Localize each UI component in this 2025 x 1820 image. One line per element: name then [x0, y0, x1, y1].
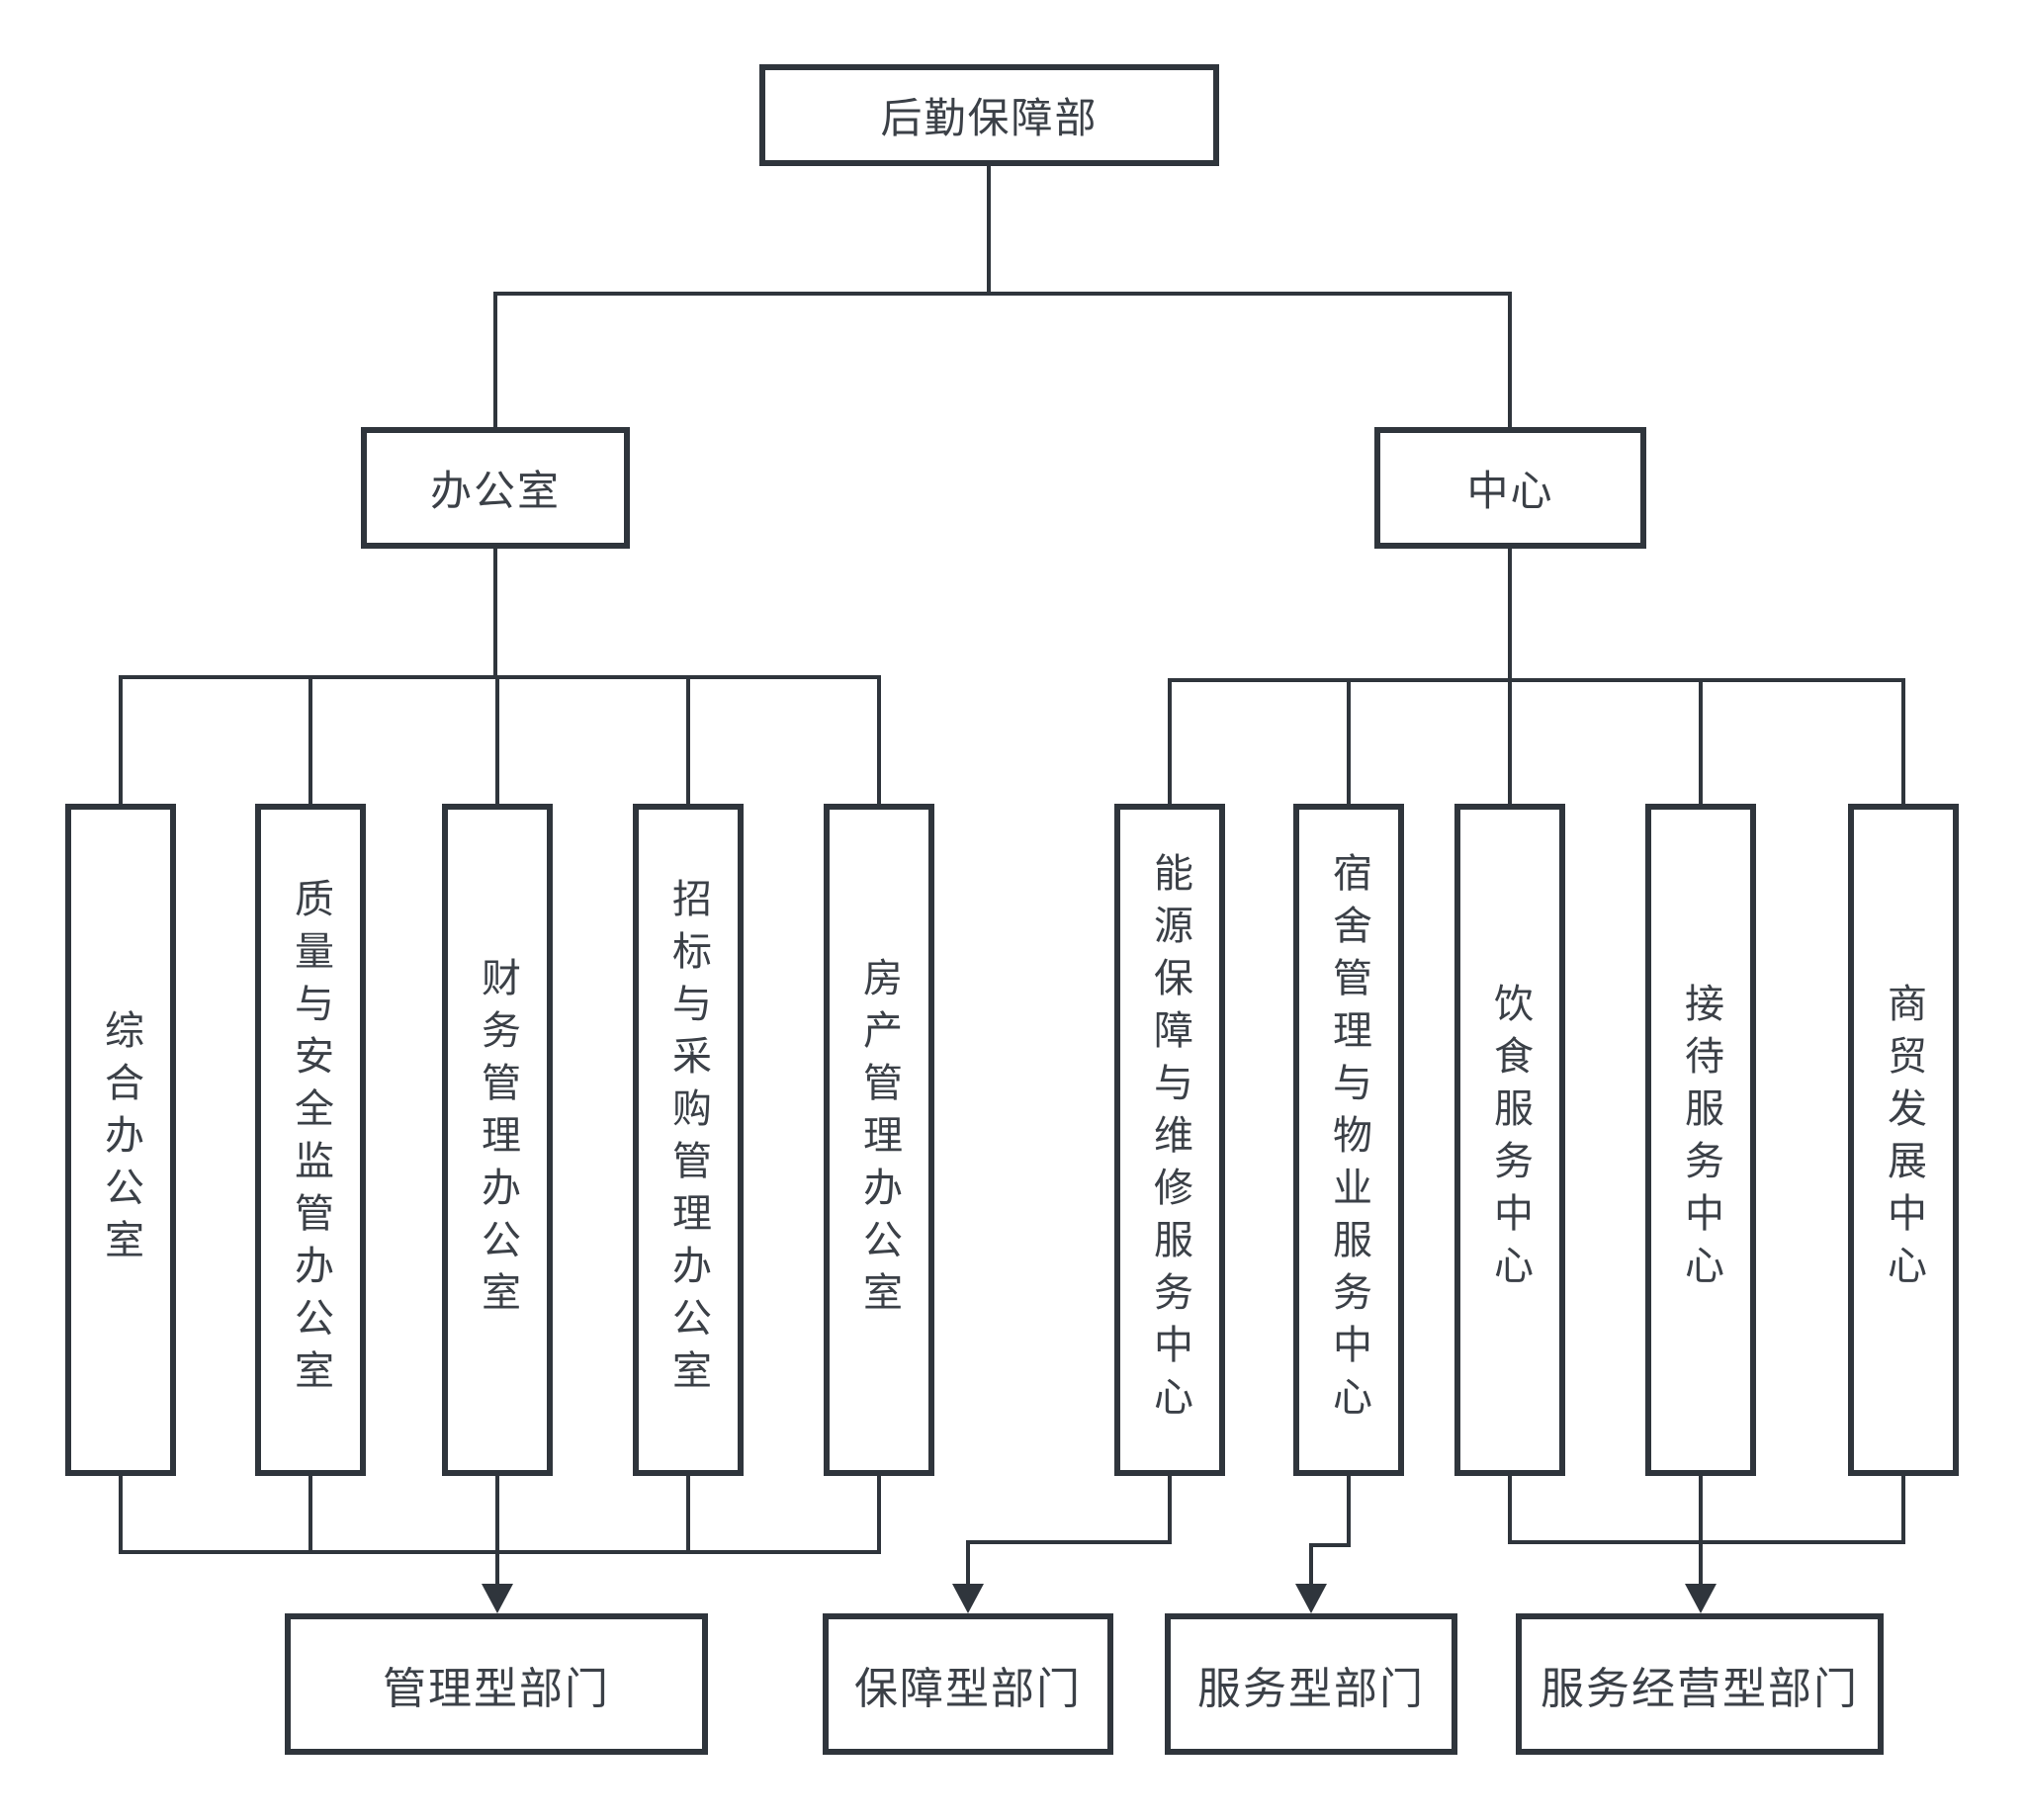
node-label: 办公室 — [429, 468, 561, 514]
node-support-type-dept: 保障型部门 — [823, 1613, 1113, 1755]
connector-line — [877, 1476, 881, 1554]
connector-line — [1168, 678, 1905, 682]
connector-line — [495, 675, 499, 807]
connector-line — [1347, 1476, 1351, 1547]
node-service-type-dept: 服务型部门 — [1165, 1613, 1457, 1755]
node-label: 宿舍管理与物业服务中心 — [1327, 851, 1370, 1429]
connector-arrowhead — [1295, 1584, 1327, 1613]
connector-line — [1168, 678, 1172, 807]
node-label: 饮食服务中心 — [1488, 983, 1532, 1297]
node-catering-service-center: 饮食服务中心 — [1454, 804, 1565, 1476]
node-office-branch: 办公室 — [361, 427, 630, 549]
node-label: 服务型部门 — [1197, 1664, 1425, 1713]
connector-line — [119, 675, 123, 807]
connector-line — [119, 1476, 123, 1554]
node-service-operating-type-dept: 服务经营型部门 — [1516, 1613, 1884, 1755]
connector-line — [1901, 678, 1905, 807]
node-label: 管理型部门 — [383, 1664, 610, 1713]
node-property-management-office: 房产管理办公室 — [824, 804, 934, 1476]
connector-line — [686, 675, 690, 807]
connector-line — [1508, 546, 1512, 682]
connector-line — [308, 1476, 312, 1554]
connector-arrowhead — [482, 1584, 513, 1613]
node-label: 服务经营型部门 — [1541, 1664, 1859, 1713]
node-label: 能源保障与维修服务中心 — [1148, 851, 1191, 1429]
connector-line — [1508, 1540, 1905, 1544]
connector-line — [119, 1550, 881, 1554]
connector-line — [495, 1476, 499, 1554]
connector-line — [966, 1540, 970, 1590]
connector-line — [1347, 678, 1351, 807]
connector-line — [1901, 1476, 1905, 1544]
node-center-branch: 中心 — [1374, 427, 1646, 549]
connector-line — [1309, 1543, 1351, 1547]
node-comprehensive-office: 综合办公室 — [65, 804, 176, 1476]
node-label: 房产管理办公室 — [857, 956, 901, 1324]
connector-line — [1309, 1543, 1313, 1590]
node-dormitory-property-service-center: 宿舍管理与物业服务中心 — [1293, 804, 1404, 1476]
node-label: 财务管理办公室 — [476, 956, 519, 1324]
connector-line — [1699, 678, 1703, 807]
connector-line — [493, 292, 497, 430]
connector-line — [119, 675, 881, 679]
connector-arrowhead — [952, 1584, 984, 1613]
connector-line — [308, 675, 312, 807]
node-label: 招标与采购管理办公室 — [666, 878, 710, 1402]
node-logistics-support-dept: 后勤保障部 — [759, 64, 1219, 166]
connector-line — [1508, 678, 1512, 807]
node-label: 接待服务中心 — [1679, 983, 1722, 1297]
connector-arrowhead — [1685, 1584, 1717, 1613]
connector-line — [1508, 292, 1512, 430]
node-label: 保障型部门 — [854, 1664, 1082, 1713]
node-label: 后勤保障部 — [880, 95, 1099, 141]
node-label: 中心 — [1466, 468, 1554, 514]
node-trade-development-center: 商贸发展中心 — [1848, 804, 1959, 1476]
node-bidding-procurement-office: 招标与采购管理办公室 — [633, 804, 744, 1476]
connector-line — [495, 1550, 499, 1590]
connector-line — [493, 546, 497, 679]
connector-line — [1508, 1476, 1512, 1544]
node-reception-service-center: 接待服务中心 — [1645, 804, 1756, 1476]
node-energy-maintenance-service-center: 能源保障与维修服务中心 — [1114, 804, 1225, 1476]
connector-line — [1699, 1476, 1703, 1590]
connector-line — [966, 1540, 1172, 1544]
connector-line — [877, 675, 881, 807]
node-label: 商贸发展中心 — [1882, 983, 1925, 1297]
connector-line — [686, 1476, 690, 1554]
connector-line — [1168, 1476, 1172, 1544]
node-management-type-dept: 管理型部门 — [285, 1613, 708, 1755]
node-financial-management-office: 财务管理办公室 — [442, 804, 553, 1476]
connector-line — [493, 292, 1512, 296]
node-label: 综合办公室 — [99, 1008, 142, 1271]
node-label: 质量与安全监管办公室 — [289, 878, 332, 1402]
connector-line — [987, 166, 991, 296]
node-quality-safety-supervision-office: 质量与安全监管办公室 — [255, 804, 366, 1476]
